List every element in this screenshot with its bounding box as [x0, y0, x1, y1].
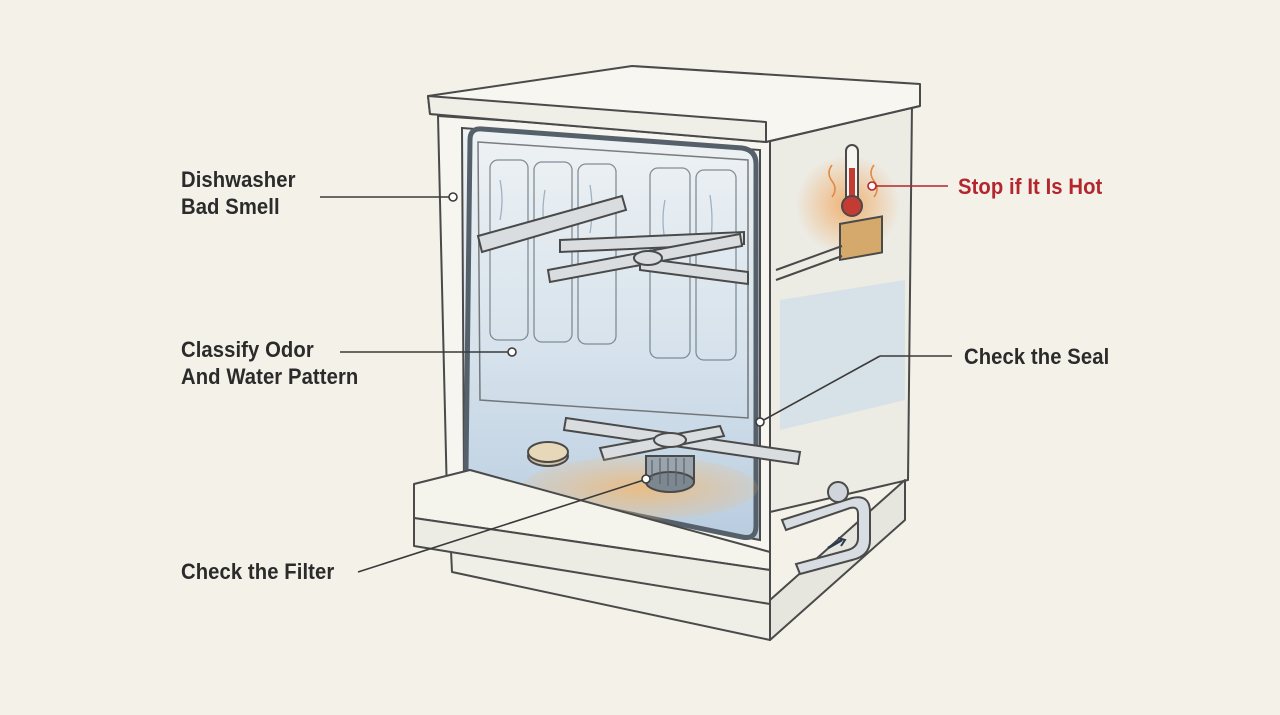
filter-leader: [357, 479, 645, 573]
thermometer-icon: [828, 144, 878, 217]
callout-filter-label: Check the Filter: [181, 559, 335, 584]
hot-endpoint: [867, 181, 877, 191]
callout-hot-label: Stop if It Is Hot: [958, 174, 1103, 199]
drain-hose: [780, 481, 871, 576]
leader-lines: [320, 185, 952, 573]
callout-classify-line1: Classify Odor: [181, 337, 314, 362]
callout-dishwasher-bad-smell: Dishwasher Bad Smell: [181, 166, 296, 220]
side-water-stain: [780, 280, 905, 430]
callout-check-seal: Check the Seal: [964, 343, 1109, 370]
callout-stop-if-hot: Stop if It Is Hot: [958, 173, 1102, 200]
heat-panel-hardware: [775, 215, 883, 281]
smell-endpoint: [448, 192, 458, 202]
filter-assembly: [527, 441, 695, 493]
callout-classify-odor: Classify Odor And Water Pattern: [181, 336, 358, 390]
callout-classify-line2: And Water Pattern: [181, 364, 359, 389]
seal-leader: [759, 355, 881, 423]
callout-seal-label: Check the Seal: [964, 344, 1110, 369]
filter-endpoint: [641, 474, 651, 484]
callout-smell-line2: Bad Smell: [181, 194, 280, 219]
callout-check-filter: Check the Filter: [181, 558, 334, 585]
seal-endpoint: [755, 417, 765, 427]
lower-spray-arm: [562, 416, 802, 466]
open-door: [413, 469, 771, 605]
classify-endpoint: [507, 347, 517, 357]
callout-smell-line1: Dishwasher: [181, 167, 296, 192]
upper-spray-arm: [476, 194, 749, 286]
leader-endpoints: [448, 181, 877, 484]
